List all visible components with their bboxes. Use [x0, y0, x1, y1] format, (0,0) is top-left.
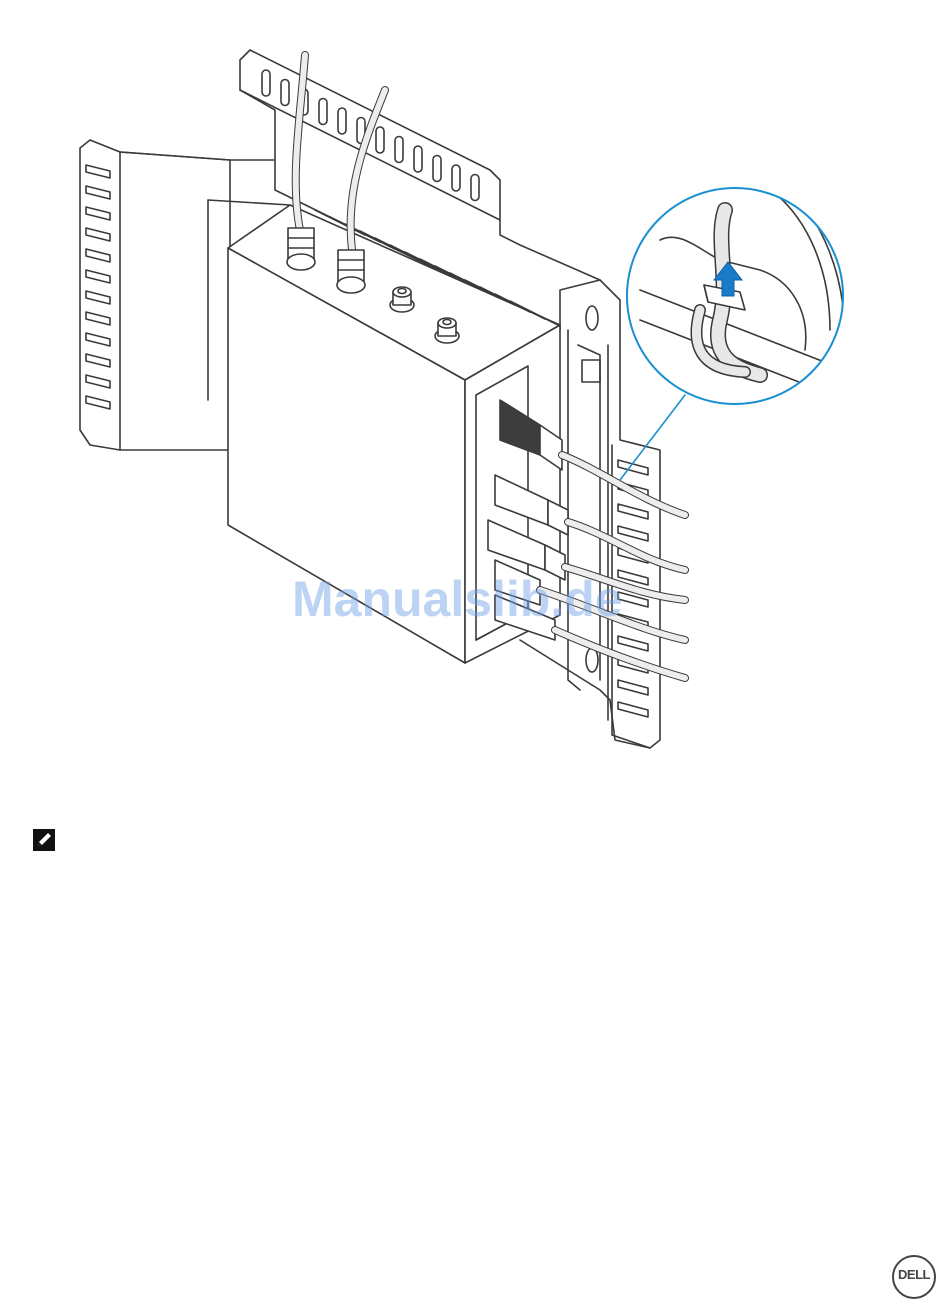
plate-slot [281, 80, 289, 106]
plate-slot [414, 146, 422, 172]
plate-slot [319, 99, 327, 125]
plate-slot [376, 127, 384, 153]
antenna-connector-2 [435, 318, 459, 343]
plate-slot [338, 108, 346, 134]
plate-slot [395, 137, 403, 163]
dell-logo: DELL [892, 1255, 936, 1299]
antenna-connector-1 [390, 287, 414, 312]
callout-detail [627, 188, 845, 404]
plate-slot [433, 156, 441, 182]
mounting-illustration [0, 0, 950, 800]
plate-slot [452, 165, 460, 191]
pencil-note-icon [32, 828, 56, 852]
plate-slot [471, 175, 479, 201]
logo-wordmark: DELL [892, 1267, 936, 1282]
watermark-text: Manualslib.de [292, 570, 672, 628]
